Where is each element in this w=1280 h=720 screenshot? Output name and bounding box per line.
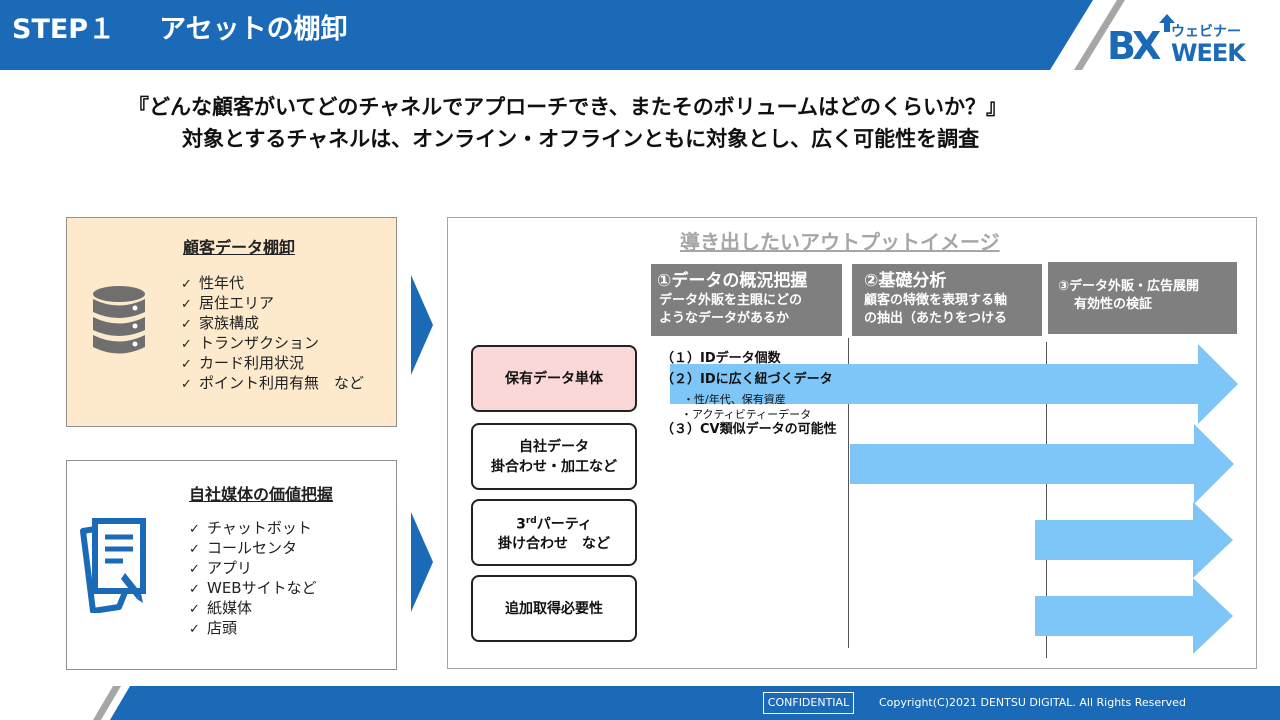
note-sub-activity: ・アクティビティーデータ xyxy=(681,408,812,421)
header-bar xyxy=(0,0,1125,70)
headline-statement: 対象とするチャネルは、オンライン・オフラインともに対象とし、広く可能性を調査 xyxy=(182,127,980,151)
output-image-panel: 導き出したいアウトプットイメージ ①データの概況把握 データ外販を主眼にどの よ… xyxy=(447,217,1257,669)
column-header-external-sales: ③データ外販・広告展開 有効性の検証 xyxy=(1048,262,1237,334)
customer-data-box: 顧客データ棚卸 ✓性年代 ✓居住エリア ✓家族構成 ✓トランザクション ✓カード… xyxy=(66,217,397,427)
check-icon: ✓ xyxy=(181,357,192,372)
list-item: ✓アプリ xyxy=(189,559,253,577)
footer-bar xyxy=(93,686,1280,720)
arrow-row-2 xyxy=(850,424,1234,504)
row-third-party: 3rdパーティ 掛け合わせ など xyxy=(471,499,637,566)
check-icon: ✓ xyxy=(181,297,192,312)
logo-arrow-icon xyxy=(1159,14,1175,32)
check-icon: ✓ xyxy=(181,377,192,392)
note-id-count: （１）IDデータ個数 xyxy=(661,351,781,366)
list-item: ✓トランザクション xyxy=(181,334,320,352)
copyright-text: Copyright(C)2021 DENTSU DIGITAL. All Rig… xyxy=(879,696,1186,709)
own-media-list: ✓チャットボット ✓コールセンタ ✓アプリ ✓WEBサイトなど ✓紙媒体 ✓店頭 xyxy=(189,519,317,639)
column-header-overview: ①データの概況把握 データ外販を主眼にどの ようなデータがあるか xyxy=(651,264,842,336)
list-item: ✓カード利用状況 xyxy=(181,354,305,372)
step-label: STEP１ xyxy=(12,14,116,45)
note-linked-data: （２）IDに広く紐づくデータ xyxy=(661,372,833,387)
output-panel-title: 導き出したいアウトプットイメージ xyxy=(680,230,1000,254)
list-item: ✓店頭 xyxy=(189,619,238,637)
own-media-title: 自社媒体の価値把握 xyxy=(189,485,334,504)
check-icon: ✓ xyxy=(189,542,200,557)
own-media-box: 自社媒体の価値把握 ✓チャットボット ✓コールセンタ ✓アプリ ✓WEBサイトな… xyxy=(66,460,397,670)
arrow-row-4 xyxy=(1035,578,1233,654)
list-item: ✓WEBサイトなど xyxy=(189,579,317,597)
chevron-right-icon xyxy=(411,512,433,612)
customer-data-list: ✓性年代 ✓居住エリア ✓家族構成 ✓トランザクション ✓カード利用状況 ✓ポイ… xyxy=(181,274,364,394)
bx-week-logo: BX ウェビナー WEEK xyxy=(1105,14,1265,74)
list-item: ✓コールセンタ xyxy=(189,539,298,557)
arrow-row-1 xyxy=(670,344,1238,424)
check-icon: ✓ xyxy=(189,602,200,617)
logo-bx: BX xyxy=(1107,24,1161,68)
column-divider xyxy=(1046,342,1047,658)
column-divider xyxy=(848,338,849,648)
logo-week: WEEK xyxy=(1171,39,1246,67)
note-cv-similar: （３）CV類似データの可能性 xyxy=(661,422,837,437)
row-own-data-combination: 自社データ 掛合わせ・加工など xyxy=(471,423,637,490)
title-text: アセットの棚卸 xyxy=(159,14,348,45)
headline-question: 『どんな顧客がいてどのチャネルでアプローチでき、またそのボリュームはどのくらいか… xyxy=(128,95,1008,119)
list-item: ✓チャットボット xyxy=(189,519,312,537)
row-additional-acquisition: 追加取得必要性 xyxy=(471,575,637,642)
page-title: STEP１ アセットの棚卸 xyxy=(12,10,348,50)
check-icon: ✓ xyxy=(181,277,192,292)
check-icon: ✓ xyxy=(189,622,200,637)
check-icon: ✓ xyxy=(189,582,200,597)
check-icon: ✓ xyxy=(189,522,200,537)
list-item: ✓性年代 xyxy=(181,274,245,292)
list-item: ✓紙媒体 xyxy=(189,599,253,617)
row-own-data-only: 保有データ単体 xyxy=(471,345,637,412)
list-item: ✓居住エリア xyxy=(181,294,275,312)
chevron-right-icon xyxy=(411,275,433,375)
check-icon: ✓ xyxy=(181,317,192,332)
database-icon xyxy=(93,286,145,354)
confidential-label: CONFIDENTIAL xyxy=(763,692,854,714)
check-icon: ✓ xyxy=(181,337,192,352)
note-sub-demographics: ・性/年代、保有資産 xyxy=(683,393,786,406)
column-header-basic-analysis: ②基礎分析 顧客の特徴を表現する軸 の抽出（あたりをつける xyxy=(852,264,1042,336)
customer-data-title: 顧客データ棚卸 xyxy=(183,238,296,257)
list-item: ✓ポイント利用有無 など xyxy=(181,374,365,392)
arrow-row-3 xyxy=(1035,502,1233,578)
list-item: ✓家族構成 xyxy=(181,314,260,332)
check-icon: ✓ xyxy=(189,562,200,577)
logo-webinar: ウェビナー xyxy=(1171,24,1241,40)
document-edit-icon xyxy=(80,518,146,613)
